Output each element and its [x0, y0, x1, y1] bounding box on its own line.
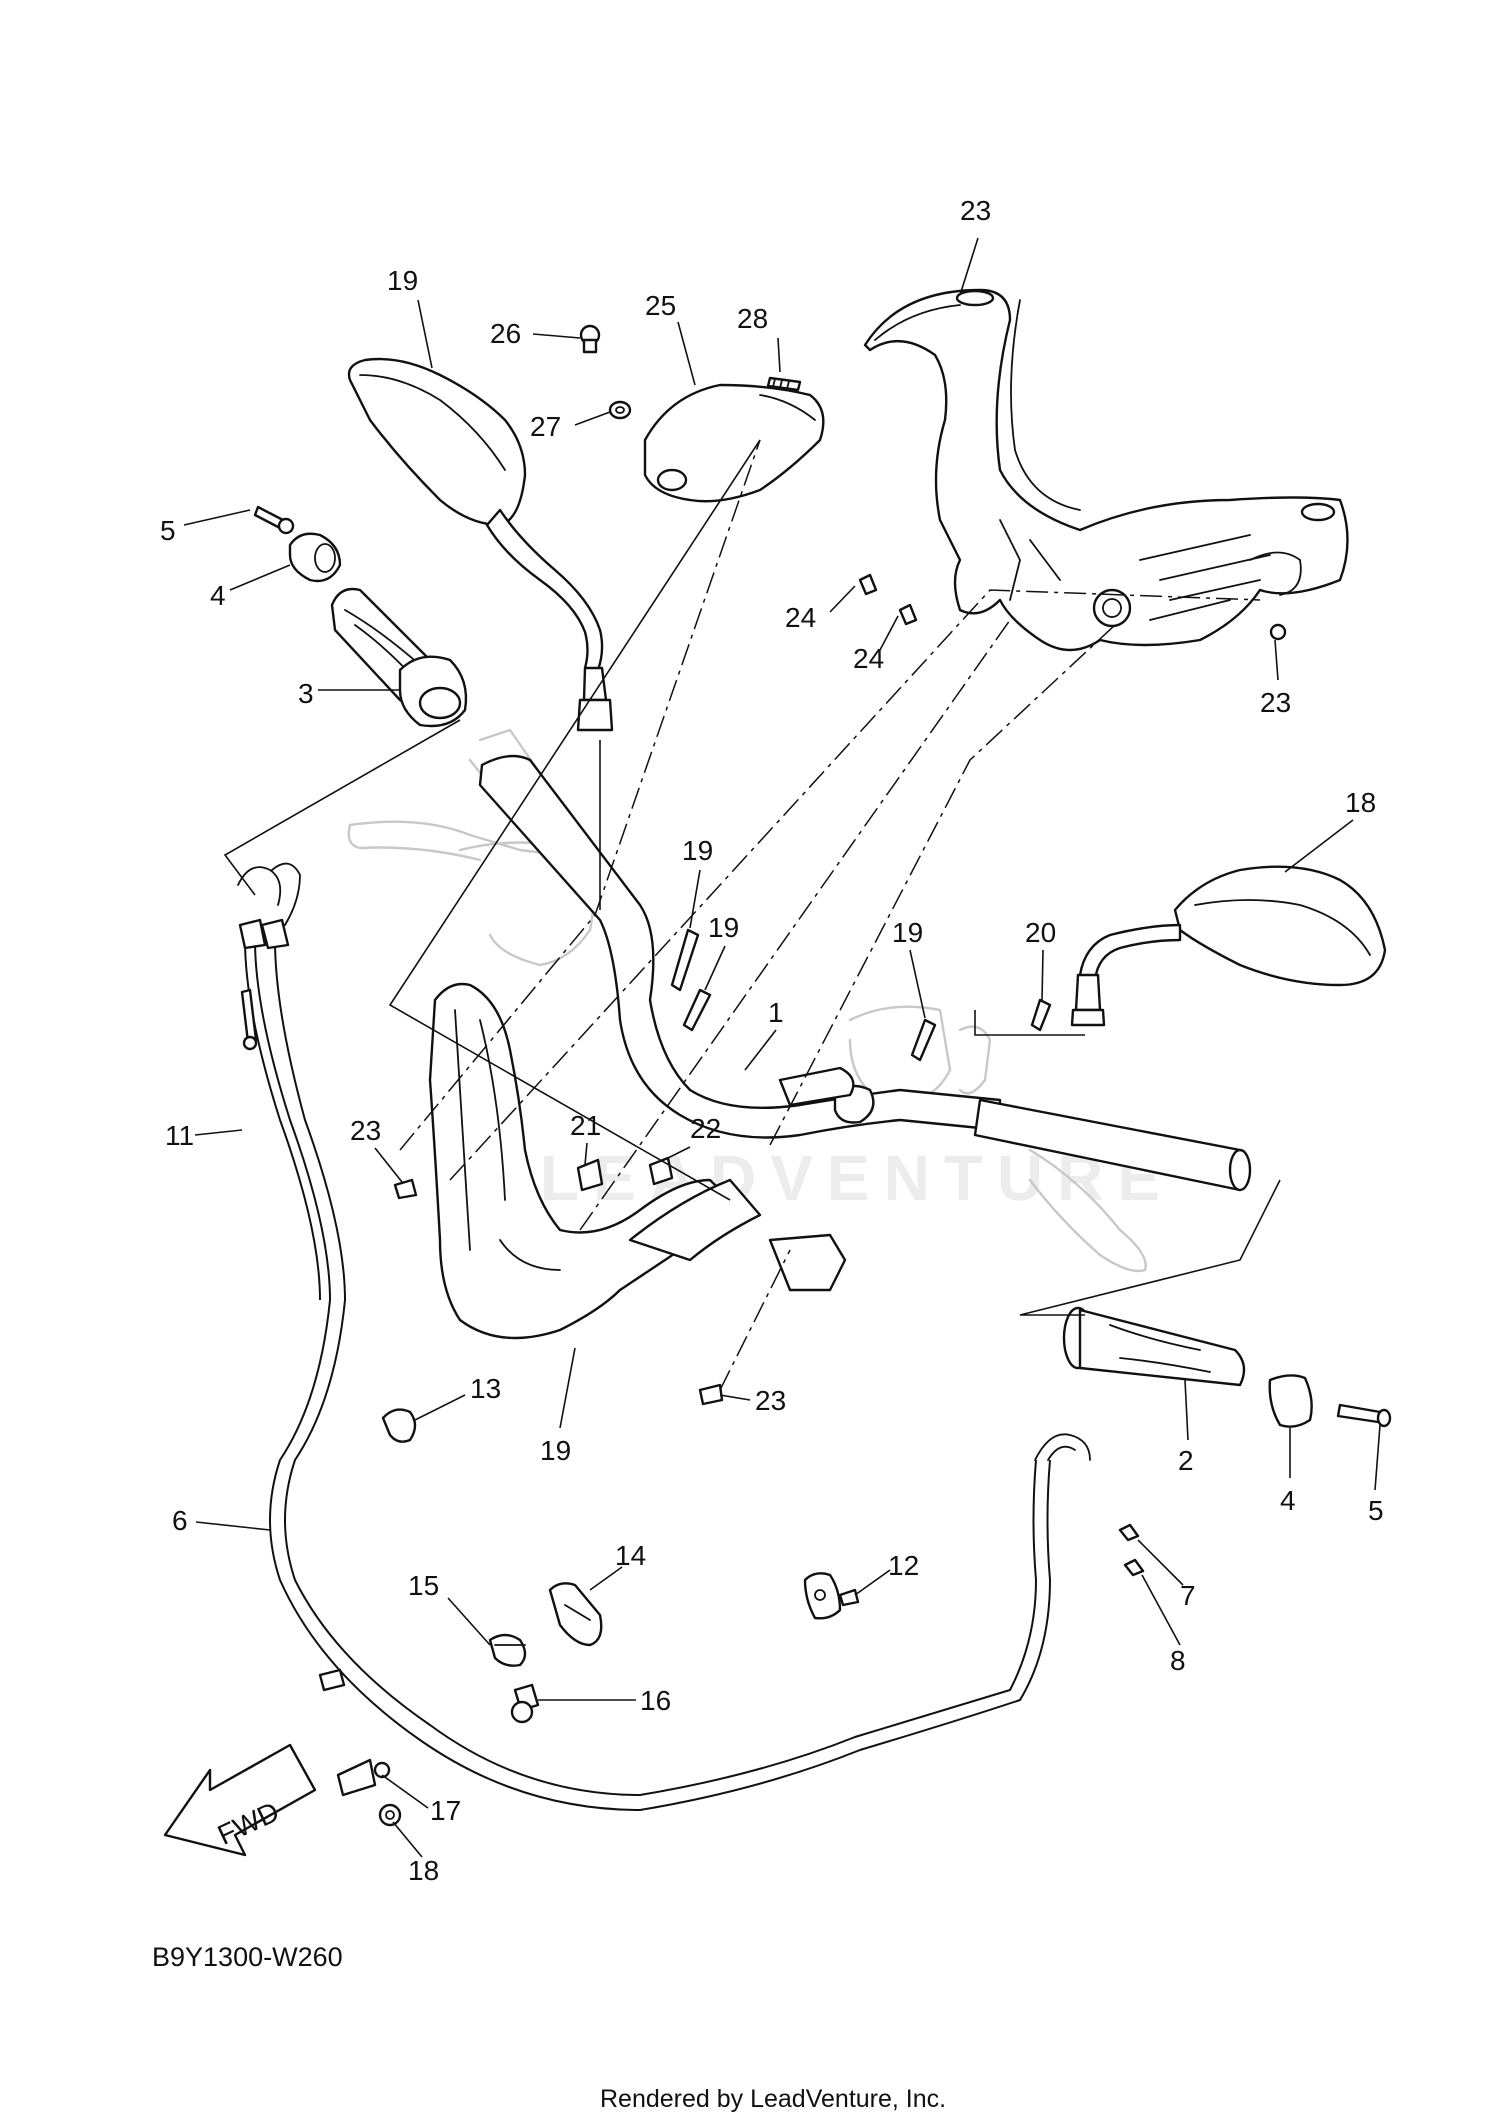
callout-12: 15: [408, 1570, 439, 1601]
callout-4-right: 4: [1280, 1485, 1296, 1516]
cable-bolt: [240, 988, 258, 1051]
callout-7-lower: 8: [1170, 1645, 1186, 1676]
callout-15: 18: [408, 1855, 439, 1886]
bolt-and-washer: [579, 324, 632, 420]
callout-5-left: 5: [160, 515, 176, 546]
callout-20: 21: [570, 1110, 601, 1141]
callout-13: 16: [640, 1685, 671, 1716]
callout-21: 22: [690, 1113, 721, 1144]
callout-22: 23: [960, 195, 991, 226]
callout-9: 12: [888, 1550, 919, 1581]
frame-lines: [223, 439, 1281, 1316]
left-grip-end: [253, 505, 342, 583]
callout-19-d: 20: [1025, 917, 1056, 948]
right-grip-end: [1268, 1374, 1392, 1428]
wire-clip: [381, 1408, 417, 1443]
cable-screws: [1118, 1523, 1145, 1577]
callout-14: 17: [430, 1795, 461, 1826]
render-credit: Rendered by LeadVenture, Inc.: [600, 2085, 946, 2113]
callout-27: 27: [530, 411, 561, 442]
screws: [393, 573, 1287, 1406]
left-handlebar-grip: [330, 587, 468, 728]
bracket-assembly: [488, 1582, 603, 1724]
callout-10: 13: [470, 1373, 501, 1404]
cable-clamp: [803, 1572, 860, 1620]
callout-23-upper-right: 23: [1260, 687, 1291, 718]
callout-28: 28: [737, 303, 768, 334]
callout-24-lower: 24: [853, 643, 884, 674]
forward-direction-arrow: FWD: [163, 1743, 317, 1857]
watermark: LEADVENTURE: [540, 1142, 1174, 1214]
pin: [766, 376, 802, 392]
callout-23-left: 23: [350, 1115, 381, 1146]
rear-handlebar-cover: [428, 982, 847, 1340]
callout-18: 19: [540, 1435, 571, 1466]
callout-3: 3: [298, 678, 314, 709]
throttle-cable: [237, 862, 1091, 1812]
callout-5-right: 5: [1368, 1495, 1384, 1526]
callout-24-upper: 24: [785, 602, 816, 633]
callout-26: 26: [490, 318, 521, 349]
center-cover-panel: [643, 383, 825, 503]
left-rear-view-mirror: [347, 357, 614, 732]
callout-23-lower: 23: [755, 1385, 786, 1416]
callout-labels: 23 19 25 28 26 27 5 4 3 24 24 23 18 19 1…: [160, 195, 1384, 1886]
callout-leaders: [183, 237, 1381, 1858]
callout-1: 1: [768, 997, 784, 1028]
callout-17: 19: [387, 265, 418, 296]
callout-4-left: 4: [210, 580, 226, 611]
right-rear-view-mirror: [1070, 865, 1387, 1027]
callout-19-a: 19: [682, 835, 713, 866]
callout-19-c: 19: [892, 917, 923, 948]
callout-2: 2: [1178, 1445, 1194, 1476]
callout-19-b: 19: [708, 912, 739, 943]
callout-6: 6: [172, 1505, 188, 1536]
assembly-lines: [399, 439, 1261, 1391]
callout-16: 18: [1345, 787, 1376, 818]
right-handlebar-grip: [1062, 1306, 1246, 1387]
diagram-code: B9Y1300-W260: [152, 1942, 343, 1972]
callout-25: 25: [645, 290, 676, 321]
handlebar: [478, 754, 1252, 1192]
callout-8: 11: [165, 1120, 194, 1151]
callout-11: 14: [615, 1540, 646, 1571]
cable-guide-and-nut: [336, 1758, 402, 1827]
callout-7-upper: 7: [1180, 1580, 1196, 1611]
front-handlebar-cover: [863, 288, 1349, 652]
